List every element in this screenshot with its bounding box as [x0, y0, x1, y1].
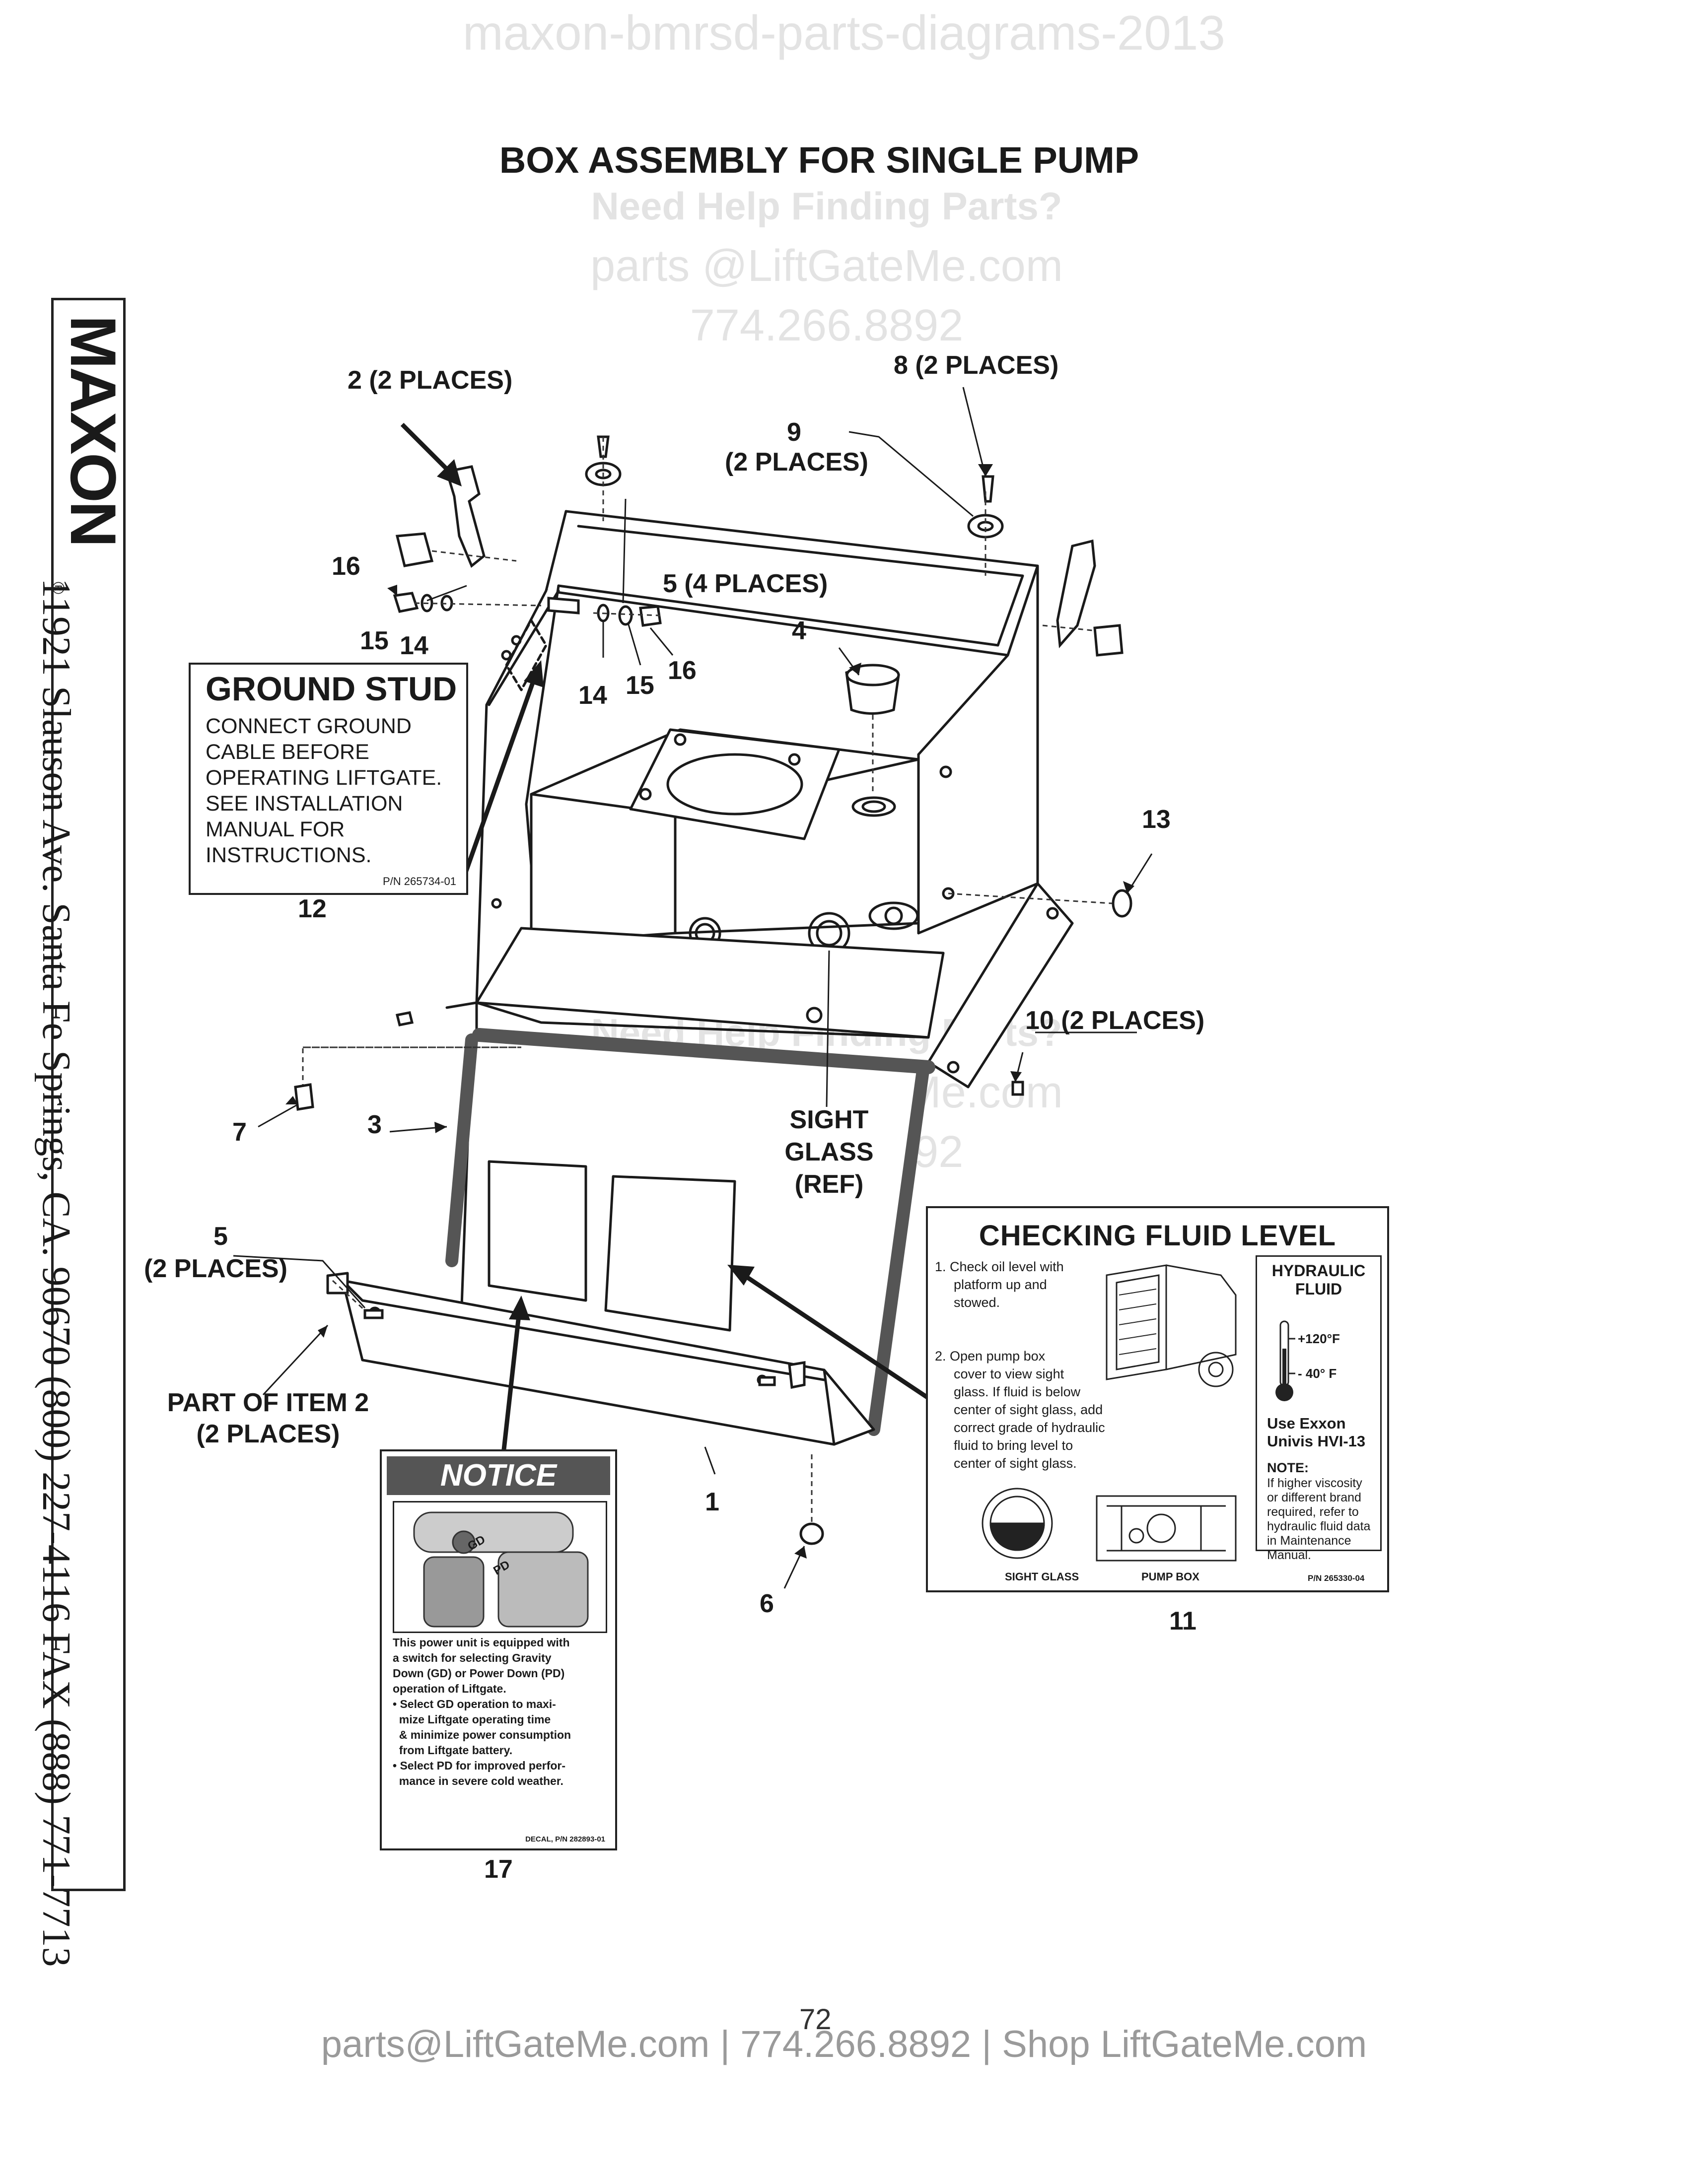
- fluid-decal-heading: CHECKING FLUID LEVEL: [979, 1220, 1336, 1252]
- callout-5-top: 5 (4 PLACES): [663, 569, 828, 598]
- liftgate-illustration: [1106, 1264, 1237, 1387]
- ground-stud-line: MANUAL FOR: [206, 818, 345, 841]
- notice-part-number: DECAL, P/N 282893-01: [525, 1835, 605, 1843]
- notice-body: This power unit is equipped with a switc…: [393, 1635, 609, 1789]
- note-line: or different brand: [1267, 1491, 1361, 1504]
- fluid-step-line: glass. If fluid is below: [954, 1384, 1081, 1399]
- notice-line: mize Liftgate operating time: [393, 1713, 551, 1726]
- univis-hvi: Univis HVI-13: [1267, 1433, 1366, 1450]
- ground-stud-heading: GROUND STUD: [206, 670, 457, 708]
- ground-stud-text: CONNECT GROUND CABLE BEFORE OPERATING LI…: [206, 713, 442, 868]
- notice-photo: GD PD: [393, 1501, 607, 1633]
- fluid-step-line: center of sight glass, add: [954, 1402, 1103, 1417]
- callout-12: 12: [298, 894, 327, 923]
- sight-glass-caption: SIGHT GLASS: [1005, 1570, 1079, 1583]
- company-sidebar: MAXON ® 11921 Slauson Ave. Santa Fe Spri…: [34, 298, 130, 1967]
- power-unit-illustration: [413, 1511, 589, 1628]
- callout-9-places: (2 PLACES): [725, 448, 868, 477]
- callout-8: 8 (2 PLACES): [894, 351, 1059, 380]
- callout-2: 2 (2 PLACES): [348, 366, 513, 395]
- callout-4: 4: [792, 616, 806, 645]
- notice-line: • Select PD for improved perfor-: [393, 1759, 566, 1772]
- callout-5-lid-places: (2 PLACES): [144, 1254, 287, 1283]
- page-number: 72: [799, 2003, 832, 2036]
- fluid-step-line: stowed.: [954, 1295, 1000, 1310]
- notice-decal: NOTICE GD PD This power unit is equipped…: [380, 1449, 617, 1850]
- use-exxon: Use Exxon: [1267, 1415, 1346, 1432]
- ground-stud-line: CABLE BEFORE: [206, 740, 369, 764]
- note-line: Manual.: [1267, 1548, 1311, 1562]
- callout-6: 6: [760, 1589, 774, 1618]
- callout-15-right: 15: [626, 671, 654, 700]
- note-heading: NOTE:: [1267, 1460, 1309, 1475]
- ground-stud-line: CONNECT GROUND: [206, 714, 412, 738]
- callout-16-left: 16: [332, 552, 360, 581]
- part-of-item-2-places: (2 PLACES): [196, 1420, 340, 1448]
- note-text: If higher viscosity or different brand r…: [1267, 1476, 1370, 1563]
- temp-low: - 40° F: [1298, 1366, 1337, 1381]
- notice-line: from Liftgate battery.: [393, 1744, 513, 1757]
- fluid-step-line: cover to view sight: [954, 1366, 1064, 1381]
- ground-stud-decal: GROUND STUD CONNECT GROUND CABLE BEFORE …: [189, 663, 468, 895]
- fluid-step-2: 2. Open pump box cover to view sight gla…: [935, 1347, 1133, 1472]
- fluid-step-line: 2. Open pump box: [935, 1349, 1046, 1364]
- callout-14-right: 14: [578, 681, 607, 710]
- callout-15-left: 15: [360, 626, 389, 655]
- notice-line: operation of Liftgate.: [393, 1682, 506, 1695]
- temp-high: +120°F: [1298, 1331, 1340, 1346]
- watermark-email: parts @LiftGateMe.com: [590, 241, 1063, 291]
- callout-3: 3: [367, 1110, 382, 1139]
- fluid-step-line: center of sight glass.: [954, 1456, 1077, 1471]
- thermometer-icon: [1275, 1320, 1295, 1401]
- footer-contact: parts@LiftGateMe.com | 774.266.8892 | Sh…: [321, 2023, 1367, 2065]
- fluid-label: FLUID: [1295, 1280, 1342, 1298]
- callout-7: 7: [232, 1118, 247, 1147]
- fluid-step-line: fluid to bring level to: [954, 1438, 1073, 1453]
- ground-stud-line: INSTRUCTIONS.: [206, 843, 372, 867]
- notice-line: This power unit is equipped with: [393, 1636, 570, 1649]
- fluid-step-line: correct grade of hydraulic: [954, 1420, 1105, 1435]
- sight-glass-label-3: (REF): [794, 1170, 864, 1199]
- fluid-decal-part-number: P/N 265330-04: [1308, 1573, 1365, 1583]
- part-of-item-2-label: PART OF ITEM 2: [167, 1388, 369, 1417]
- note-line: required, refer to: [1267, 1505, 1359, 1519]
- watermark-help: Need Help Finding Parts?: [591, 184, 1062, 228]
- fluid-step-line: 1. Check oil level with: [935, 1259, 1064, 1274]
- note-line: in Maintenance: [1267, 1534, 1351, 1548]
- callout-17: 17: [484, 1855, 513, 1884]
- note-line: hydraulic fluid data: [1267, 1519, 1371, 1533]
- notice-line: • Select GD operation to maxi-: [393, 1698, 556, 1710]
- callout-14-left: 14: [400, 631, 428, 660]
- notice-line: a switch for selecting Gravity: [393, 1651, 552, 1664]
- page-title: BOX ASSEMBLY FOR SINGLE PUMP: [499, 139, 1139, 181]
- checking-fluid-level-decal: CHECKING FLUID LEVEL 1. Check oil level …: [926, 1206, 1389, 1592]
- notice-line: & minimize power consumption: [393, 1728, 571, 1741]
- sight-glass-and-pump-illustration: [982, 1488, 1237, 1562]
- ground-stud-line: SEE INSTALLATION: [206, 792, 403, 816]
- ground-stud-part-number: P/N 265734-01: [383, 875, 456, 887]
- callout-16-right: 16: [668, 656, 697, 685]
- hydraulic-fluid-panel: HYDRAULIC FLUID +120°F - 40° F Use Exxon…: [1256, 1255, 1382, 1562]
- callout-1: 1: [705, 1488, 719, 1516]
- callout-13: 13: [1142, 805, 1171, 834]
- callout-10: 10 (2 PLACES): [1025, 1006, 1205, 1035]
- sight-glass-label-1: SIGHT: [789, 1105, 869, 1134]
- callout-5-lid: 5: [213, 1222, 228, 1251]
- sight-glass-label-2: GLASS: [784, 1138, 874, 1166]
- watermark-phone: 774.266.8892: [690, 301, 964, 350]
- fluid-step-line: platform up and: [954, 1277, 1047, 1292]
- notice-line: Down (GD) or Power Down (PD): [393, 1667, 565, 1680]
- pump-box-caption: PUMP BOX: [1141, 1570, 1199, 1583]
- callout-9: 9: [787, 418, 801, 447]
- note-line: If higher viscosity: [1267, 1476, 1362, 1490]
- notice-heading: NOTICE: [387, 1456, 610, 1495]
- fluid-step-1: 1. Check oil level with platform up and …: [935, 1258, 1099, 1311]
- callout-11: 11: [1169, 1607, 1196, 1636]
- notice-line: mance in severe cold weather.: [393, 1774, 563, 1787]
- ground-stud-line: OPERATING LIFTGATE.: [206, 766, 442, 790]
- hydraulic-label: HYDRAULIC: [1271, 1262, 1366, 1280]
- watermark-title: maxon-bmrsd-parts-diagrams-2013: [463, 5, 1225, 60]
